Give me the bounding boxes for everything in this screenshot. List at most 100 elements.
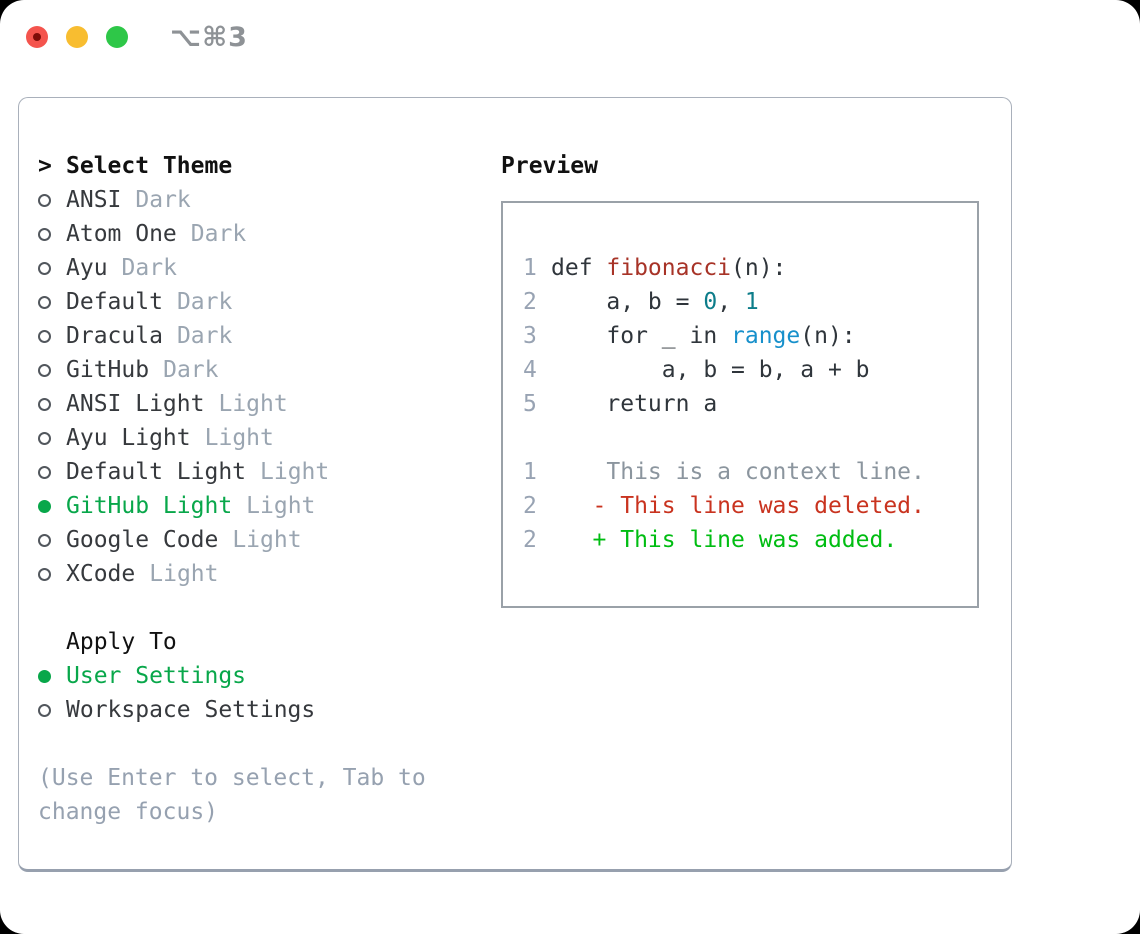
radio-unselected-icon bbox=[38, 465, 51, 479]
diff-text: - This line was deleted. bbox=[551, 493, 925, 519]
line-number: 1 bbox=[523, 255, 537, 281]
line-number: 2 bbox=[523, 493, 537, 519]
close-button[interactable] bbox=[26, 26, 48, 48]
radio-icon bbox=[38, 669, 66, 683]
code-line: 2 a, b = 0, 1 bbox=[523, 285, 977, 319]
code-text: return a bbox=[551, 387, 717, 421]
theme-option[interactable]: ANSI Dark bbox=[38, 183, 478, 217]
theme-name: GitHub Light bbox=[66, 493, 233, 519]
radio-icon bbox=[38, 261, 66, 275]
diff-line-added: 2 + This line was added. bbox=[523, 523, 977, 557]
code-segment-code: , bbox=[717, 289, 745, 315]
window-titlebar: ⌥⌘3 bbox=[0, 0, 1140, 97]
theme-name: Dracula bbox=[66, 323, 163, 349]
code-segment-code: for _ in bbox=[551, 323, 732, 349]
select-theme-title: Select Theme bbox=[66, 153, 233, 179]
diff-text: This is a context line. bbox=[551, 459, 925, 485]
line-number: 3 bbox=[523, 323, 537, 349]
code-segment-code: a, b = bbox=[551, 289, 704, 315]
radio-unselected-icon bbox=[38, 193, 51, 207]
code-segment-number: 0 bbox=[703, 289, 718, 315]
radio-icon bbox=[38, 397, 66, 411]
select-theme-header: > Select Theme bbox=[38, 149, 478, 183]
radio-unselected-icon bbox=[38, 567, 51, 581]
code-segment-code: a, b = b, a + b bbox=[551, 357, 870, 383]
theme-variant: Light bbox=[204, 425, 274, 451]
help-text: (Use Enter to select, Tab to change focu… bbox=[38, 765, 426, 825]
radio-icon bbox=[38, 431, 66, 445]
code-text: for _ in range(n): bbox=[551, 319, 856, 353]
minimize-button[interactable] bbox=[66, 26, 88, 48]
theme-name: Default bbox=[66, 289, 163, 315]
theme-name: Default Light bbox=[66, 459, 247, 485]
theme-variant: Dark bbox=[163, 357, 219, 383]
apply-to-header: Apply To bbox=[66, 629, 177, 655]
theme-option[interactable]: GitHub Dark bbox=[38, 353, 478, 387]
apply-to-option[interactable]: User Settings bbox=[38, 659, 478, 693]
diff-text: + This line was added. bbox=[551, 527, 898, 553]
diff-preview: 1 This is a context line. 2 - This line w… bbox=[523, 455, 977, 557]
window-title: ⌥⌘3 bbox=[170, 22, 248, 53]
code-line: 3 for _ in range(n): bbox=[523, 319, 977, 353]
apply-to-option[interactable]: Workspace Settings bbox=[38, 693, 478, 727]
theme-variant: Dark bbox=[121, 255, 177, 281]
theme-variant: Light bbox=[218, 391, 288, 417]
preview-title: Preview bbox=[501, 153, 598, 179]
theme-name: Ayu Light bbox=[66, 425, 191, 451]
radio-unselected-icon bbox=[38, 703, 51, 717]
theme-option[interactable]: ANSI Light Light bbox=[38, 387, 478, 421]
theme-name: GitHub bbox=[66, 357, 150, 383]
radio-unselected-icon bbox=[38, 363, 51, 377]
radio-selected-icon bbox=[38, 499, 51, 513]
theme-option[interactable]: Google Code Light bbox=[38, 523, 478, 557]
code-segment-code: (n): bbox=[800, 323, 856, 349]
theme-option[interactable]: GitHub Light Light bbox=[38, 489, 478, 523]
theme-name: Ayu bbox=[66, 255, 108, 281]
line-number: 5 bbox=[523, 391, 537, 417]
radio-unselected-icon bbox=[38, 227, 51, 241]
theme-name: ANSI bbox=[66, 187, 122, 213]
theme-variant: Dark bbox=[176, 323, 233, 349]
theme-variant: Light bbox=[232, 527, 302, 553]
radio-icon bbox=[38, 533, 66, 547]
radio-icon bbox=[38, 295, 66, 309]
code-line: 5 return a bbox=[523, 387, 977, 421]
theme-variant: Light bbox=[246, 493, 316, 519]
radio-icon bbox=[38, 465, 66, 479]
code-segment-number: 1 bbox=[744, 289, 759, 315]
theme-name: XCode bbox=[66, 561, 136, 587]
line-number: 2 bbox=[523, 527, 537, 553]
theme-name: ANSI Light bbox=[66, 391, 205, 417]
line-number: 1 bbox=[523, 459, 537, 485]
code-segment-code: (n): bbox=[731, 255, 787, 281]
theme-name: Google Code bbox=[66, 527, 219, 553]
code-segment-builtin: range bbox=[731, 323, 801, 349]
close-dot-icon bbox=[33, 33, 41, 41]
radio-unselected-icon bbox=[38, 295, 51, 309]
radio-unselected-icon bbox=[38, 329, 51, 343]
zoom-button[interactable] bbox=[106, 26, 128, 48]
theme-variant: Dark bbox=[135, 187, 191, 213]
radio-unselected-icon bbox=[38, 261, 51, 275]
theme-option[interactable]: Default Light Light bbox=[38, 455, 478, 489]
code-segment-code: return a bbox=[551, 391, 718, 417]
theme-variant: Light bbox=[260, 459, 330, 485]
theme-option[interactable]: Ayu Dark bbox=[38, 251, 478, 285]
theme-option[interactable]: Ayu Light Light bbox=[38, 421, 478, 455]
code-text: a, b = 0, 1 bbox=[551, 285, 759, 319]
radio-icon bbox=[38, 703, 66, 717]
code-line: 4 a, b = b, a + b bbox=[523, 353, 977, 387]
theme-option[interactable]: Dracula Dark bbox=[38, 319, 478, 353]
radio-icon bbox=[38, 193, 66, 207]
line-number: 4 bbox=[523, 357, 537, 383]
